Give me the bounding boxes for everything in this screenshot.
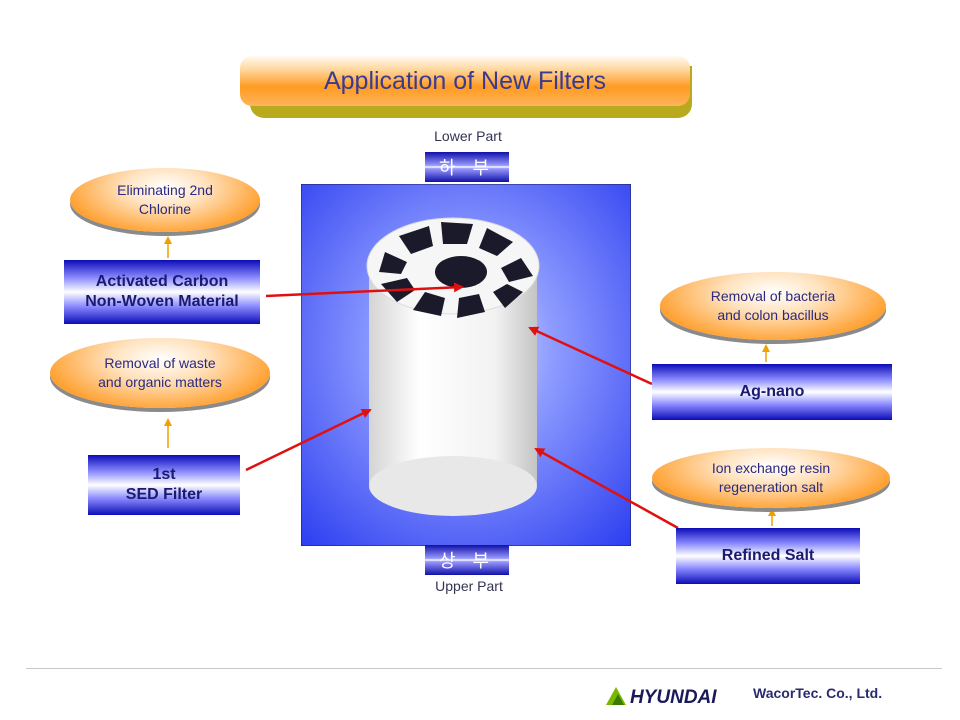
pointer-arrow-ag-nano [528, 326, 653, 386]
filter-cartridge-illustration [300, 183, 632, 547]
hyundai-logo-mark: HYUNDAI [606, 687, 717, 708]
oval-removal-waste: Removal of waste and organic matters [50, 338, 270, 408]
filter-panel [300, 183, 632, 547]
lower-part-label: 하 부 [425, 152, 509, 182]
hyundai-logo: HYUNDAI [604, 685, 750, 712]
upper-part-label: 상 부 [425, 545, 509, 575]
pointer-arrow-activated-carbon [265, 282, 464, 298]
material-sed-filter: 1st SED Filter [88, 455, 240, 515]
footer-divider [26, 668, 942, 669]
oval-removal-bacteria: Removal of bacteria and colon bacillus [660, 272, 886, 340]
upper-part-caption: Upper Part [435, 578, 503, 594]
page-title: Application of New Filters [323, 66, 607, 95]
hyundai-logo-text: HYUNDAI [630, 687, 717, 707]
title-banner-bar: Application of New Filters [240, 56, 690, 106]
pointer-arrow-sed-filter [245, 408, 372, 472]
material-refined-salt: Refined Salt [676, 528, 860, 584]
title-banner: Application of New Filters [240, 56, 692, 118]
lower-part-caption: Lower Part [434, 128, 502, 144]
pointer-arrow-refined-salt [534, 447, 679, 530]
oval-eliminating-chlorine: Eliminating 2nd Chlorine [70, 168, 260, 232]
oval-ion-exchange: Ion exchange resin regeneration salt [652, 448, 890, 508]
company-name: WacorTec. Co., Ltd. [753, 685, 883, 701]
material-ag-nano: Ag-nano [652, 364, 892, 420]
material-activated-carbon: Activated Carbon Non-Woven Material [64, 260, 260, 324]
